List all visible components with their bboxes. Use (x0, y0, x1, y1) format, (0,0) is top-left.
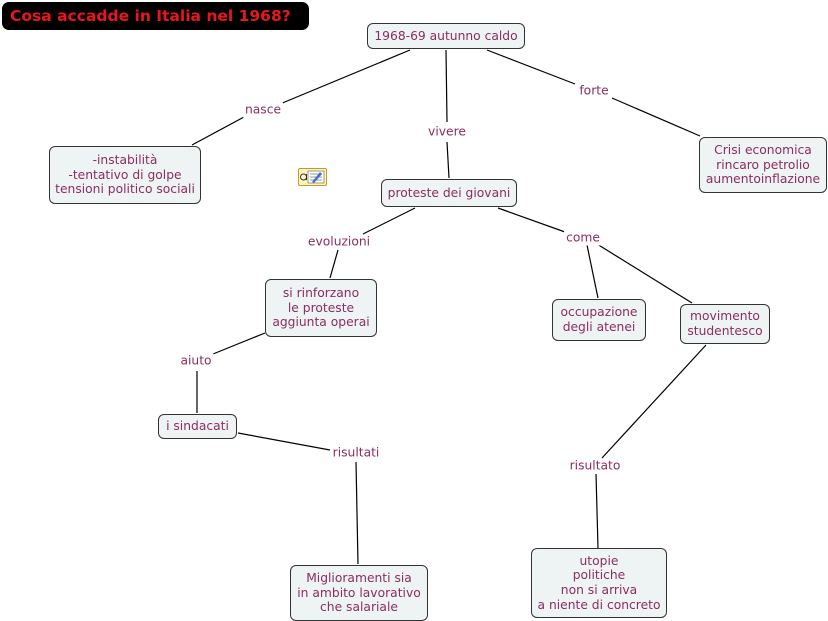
label-risultato: risultato (567, 458, 623, 474)
label-nasce: nasce (242, 102, 284, 118)
node-occupazione-atenei[interactable]: occupazione degli atenei (552, 299, 646, 341)
link-come-occupazione (586, 244, 599, 299)
label-forte: forte (577, 83, 611, 99)
label-evoluzioni: evoluzioni (305, 234, 373, 250)
node-crisi-economica[interactable]: Crisi economica rincaro petrolio aumento… (699, 137, 827, 193)
node-miglioramenti[interactable]: Miglioramenti sia in ambito lavorativo c… (290, 565, 428, 621)
node-proteste-giovani[interactable]: proteste dei giovani (381, 179, 517, 207)
link-rinforzano-aiuto (212, 332, 266, 355)
link-come-movimento (596, 243, 693, 304)
node-movimento-studentesco[interactable]: movimento studentesco (680, 304, 770, 344)
label-come: come (564, 230, 602, 246)
link-forte-crisi (611, 97, 701, 137)
label-vivere: vivere (426, 124, 468, 140)
node-instabilita[interactable]: -instabilità -tentativo di golpe tension… (49, 146, 201, 204)
node-autunno-caldo[interactable]: 1968-69 autunno caldo (367, 23, 525, 49)
link-autunno-forte (486, 49, 576, 85)
note-attachment-icon[interactable] (298, 168, 328, 188)
link-risultato-utopie (595, 473, 599, 549)
node-si-rinforzano[interactable]: si rinforzano le proteste aggiunta opera… (265, 279, 377, 337)
label-risultati: risultati (330, 445, 382, 461)
link-sindacati-risultati (237, 432, 331, 451)
link-risultati-miglioramenti (355, 461, 359, 565)
node-utopie[interactable]: utopie politiche non si arriva a niente … (531, 548, 667, 618)
link-autunno-vivere (445, 49, 448, 123)
link-proteste-evoluzioni (362, 207, 416, 235)
link-proteste-come (497, 207, 566, 233)
link-movimento-risultato (601, 344, 707, 459)
map-title: Cosa accadde in Italia nel 1968? (2, 2, 309, 30)
link-evoluzioni-rinforzano (329, 249, 339, 279)
label-aiuto: aiuto (178, 353, 214, 369)
link-autunno-nasce (279, 49, 411, 105)
node-sindacati[interactable]: i sindacati (158, 414, 237, 439)
link-nasce-instabilita (191, 116, 245, 146)
link-vivere-proteste (446, 141, 450, 179)
